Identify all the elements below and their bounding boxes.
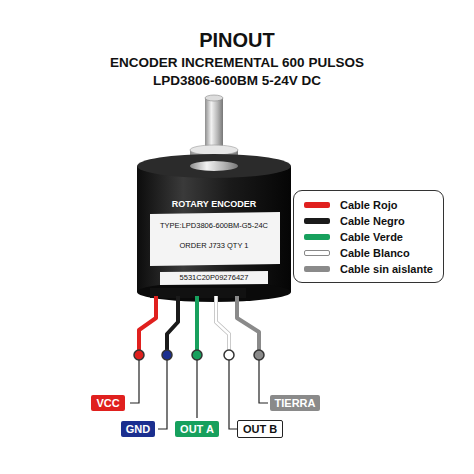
legend-swatch	[304, 202, 330, 208]
legend-row: Cable sin aislante	[304, 261, 433, 277]
legend-swatch	[304, 218, 330, 224]
pin-tag: OUT B	[237, 420, 283, 439]
pin-name: OUT B	[243, 423, 277, 435]
wires	[139, 296, 259, 352]
legend-text: Cable sin aislante	[340, 263, 433, 275]
pin-name: OUT A	[180, 423, 214, 435]
type-text: TYPE:LPD3806-600BM-G5-24C	[160, 222, 268, 230]
serial-number: 5531C20P09276427	[180, 274, 249, 282]
legend-swatch	[304, 250, 330, 256]
pin-tag: OUT A	[175, 421, 219, 438]
legend-row: Cable Negro	[304, 213, 433, 229]
legend-swatch	[304, 266, 330, 272]
leader-lines	[130, 358, 268, 429]
pin-name: TIERRA	[275, 397, 316, 409]
label-sticker	[150, 212, 280, 266]
legend-swatch	[304, 234, 330, 240]
pin-tag: TIERRA	[270, 395, 321, 412]
legend-text: Cable Verde	[340, 231, 403, 243]
encoder-body	[137, 166, 291, 292]
pin-tag: VCC	[91, 395, 124, 412]
legend-row: Cable Verde	[304, 229, 433, 245]
model-line: LPD3806-600BM 5-24V DC	[153, 74, 321, 89]
legend-text: Cable Blanco	[340, 247, 410, 259]
legend-box: Cable RojoCable NegroCable VerdeCable Bl…	[293, 190, 444, 283]
pin-name: GND	[126, 423, 150, 435]
legend-row: Cable Blanco	[304, 245, 433, 261]
legend-text: Cable Negro	[340, 215, 405, 227]
pin-tag: GND	[121, 421, 155, 438]
legend-row: Cable Rojo	[304, 197, 433, 213]
title: PINOUT	[199, 29, 275, 51]
legend-text: Cable Rojo	[340, 199, 397, 211]
connection-dots	[134, 350, 264, 360]
subtitle: ENCODER INCREMENTAL 600 PULSOS	[110, 56, 364, 71]
order-text: ORDER J733 QTY 1	[179, 242, 248, 250]
pin-name: VCC	[96, 397, 119, 409]
encoder-brand: ROTARY ENCODER	[172, 200, 256, 210]
